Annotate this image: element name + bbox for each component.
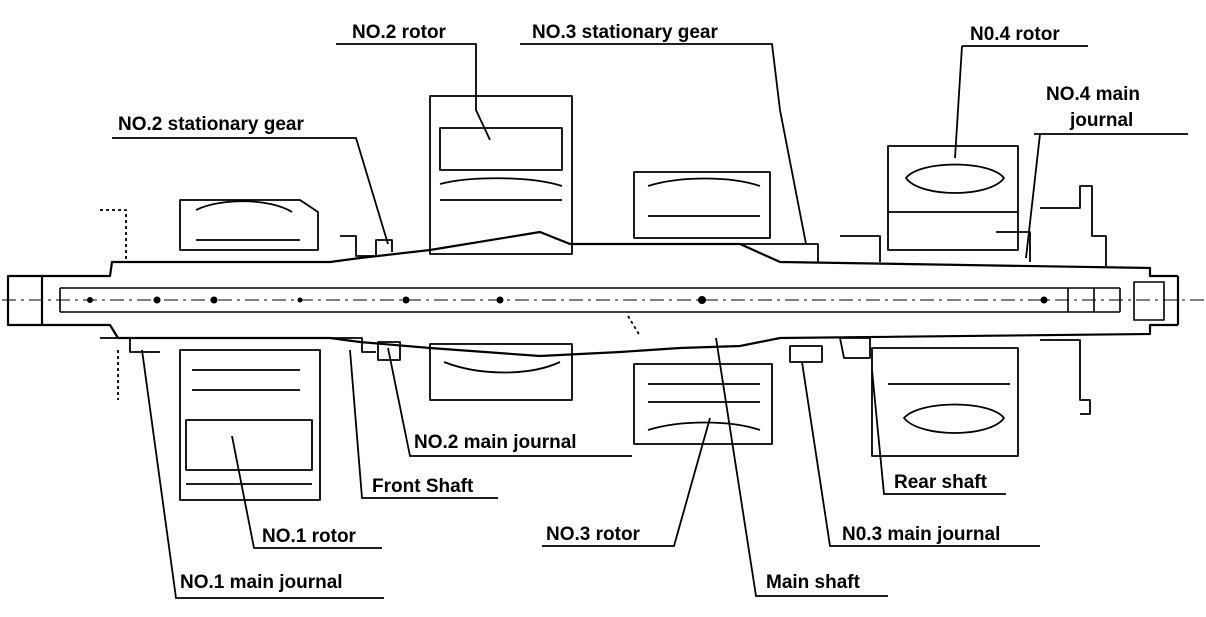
no2-stationary-gear-drawing <box>330 235 401 361</box>
label-no3-stationary-gear: NO.3 stationary gear <box>532 22 718 43</box>
labels: NO.2 rotor NO.3 stationary gear N0.4 rot… <box>118 22 1140 593</box>
label-no2-stationary-gear: NO.2 stationary gear <box>118 114 304 135</box>
label-no3-rotor: NO.3 rotor <box>546 524 641 545</box>
no4-rotor-drawing <box>871 145 1019 457</box>
label-no4-main-journal-line1: NO.4 main <box>1046 84 1140 105</box>
label-main-shaft: Main shaft <box>766 572 861 593</box>
label-no1-rotor: NO.1 rotor <box>262 526 357 547</box>
label-no1-main-journal: NO.1 main journal <box>180 572 343 593</box>
label-no2-rotor: NO.2 rotor <box>352 22 447 43</box>
label-no3-main-journal: N0.3 main journal <box>842 524 1000 545</box>
rear-end-flange-drawing <box>839 185 1107 415</box>
label-no4-rotor: N0.4 rotor <box>970 24 1060 45</box>
leader-lines <box>112 43 1188 599</box>
no1-rotor-drawing <box>179 199 321 501</box>
no3-rotor-drawing <box>633 171 823 445</box>
no2-rotor-drawing <box>429 95 573 401</box>
label-no2-main-journal: NO.2 main journal <box>414 432 577 453</box>
label-no4-main-journal-line2: journal <box>1069 110 1133 131</box>
front-shaft-drawing <box>100 209 160 400</box>
label-front-shaft: Front Shaft <box>372 476 474 497</box>
label-rear-shaft: Rear shaft <box>894 472 988 493</box>
